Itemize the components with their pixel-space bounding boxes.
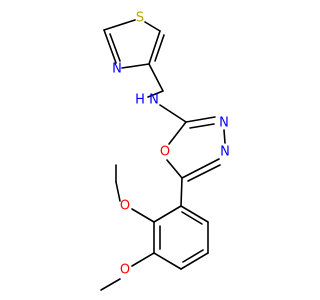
bond-o2-ch3-link [115,181,121,202]
bond-c2-n-double [109,33,121,62]
bond-n4-c5-double [187,164,221,182]
bond-ar1-ar2 [153,205,182,223]
molecule-diagram: S N N H N N O O O [100,11,230,291]
bond-c2-n [103,29,117,64]
atom-labels: S N N H N N O O O [112,11,230,278]
atom-n-oxadiazole-1: N [219,116,229,131]
atom-n-thiazole: N [112,62,122,77]
bonds [100,19,226,291]
atom-o-oxadiazole: O [160,145,170,160]
bond-ar6-ar1-double [181,211,203,225]
bond-ar2-o2 [131,208,155,223]
atom-n-oxadiazole-2: N [220,145,230,160]
atom-o-methoxy-1: O [120,199,130,214]
atom-n-amine: N [149,93,159,108]
bond-c5-o [166,159,183,179]
bond-ar4-ar5 [180,252,209,270]
bond-ar3-o3 [131,252,155,267]
bond-c4-c5 [148,30,161,65]
bond-c4-c5-double [154,34,165,62]
atom-o-methoxy-2: O [120,263,130,278]
bond-ar6-ar1 [180,205,209,223]
bond-c2-n3-double [189,123,215,129]
bond-n-c4 [121,63,150,69]
bond-ar3-ar4 [153,252,182,270]
bond-ar4-ar5-double [182,249,204,263]
atom-s: S [136,11,144,26]
bond-s-c2 [103,19,136,31]
bond-c5-aryl [180,177,183,207]
atom-h-amine: H [135,93,145,108]
bond-c4-ch2 [148,63,164,92]
bond-nh-c [159,104,187,123]
bond-n3-n4 [223,129,226,144]
bond-c5-s [144,21,161,32]
bond-o3-ch3 [100,278,121,291]
bond-n4-c5 [181,158,220,179]
bond-c2-n3 [185,116,216,123]
bond-ch2-nh [147,90,164,98]
bond-o-c2 [168,121,187,145]
